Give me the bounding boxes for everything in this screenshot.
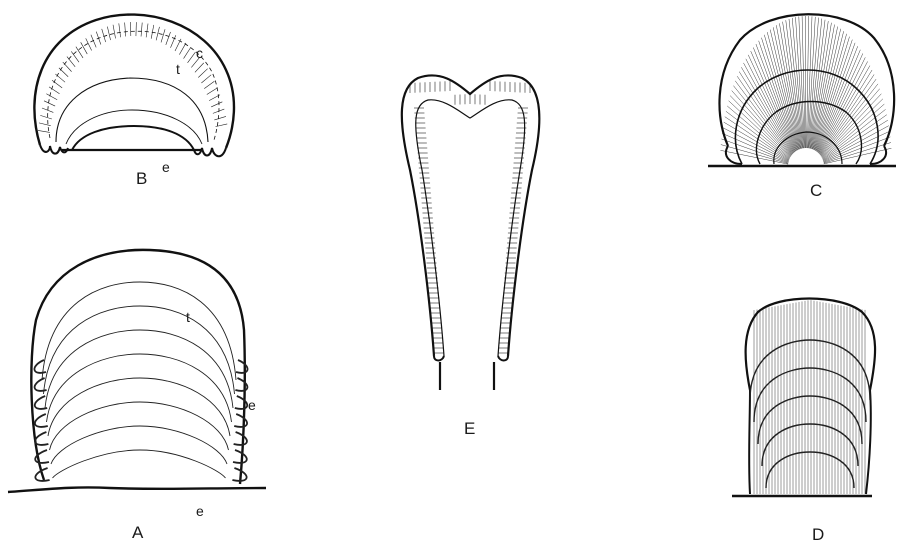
panel-e: E bbox=[402, 75, 540, 438]
panel-b-annotation-t: t bbox=[176, 61, 180, 77]
hatch-line bbox=[125, 22, 126, 36]
panel-e-right-foot bbox=[498, 356, 508, 361]
frill bbox=[234, 432, 247, 445]
panel-a-substrate bbox=[8, 487, 266, 492]
hatch-line bbox=[38, 130, 50, 132]
hatch-line bbox=[207, 88, 218, 95]
panel-c: C bbox=[708, 14, 896, 200]
hatch-line bbox=[198, 69, 207, 78]
growth-line bbox=[44, 306, 235, 394]
panel-d-fibres bbox=[754, 300, 865, 494]
growth-line bbox=[48, 378, 230, 436]
fibre-line bbox=[807, 16, 809, 148]
panel-c-fibres bbox=[720, 16, 891, 164]
hatch-line bbox=[161, 29, 165, 42]
panel-b-inner-c bbox=[48, 31, 219, 140]
panel-d-side-left bbox=[749, 390, 750, 494]
panel-a-annotation-t: t bbox=[186, 309, 190, 325]
growth-line bbox=[47, 354, 232, 422]
hatch-line bbox=[214, 116, 226, 120]
fibre-line bbox=[822, 104, 884, 159]
hatch-line bbox=[204, 81, 214, 88]
hatch-line bbox=[107, 27, 110, 40]
panel-d-label: D bbox=[812, 525, 824, 544]
fibre-line bbox=[824, 137, 891, 163]
fibre-line bbox=[813, 29, 840, 150]
hatch-line bbox=[63, 62, 72, 72]
hatch-line bbox=[184, 47, 191, 58]
frill bbox=[35, 432, 48, 445]
hatch-line bbox=[119, 23, 121, 37]
panel-d-outer-cap bbox=[746, 299, 875, 391]
fibre-line bbox=[733, 86, 790, 157]
hatch-line bbox=[170, 35, 175, 48]
panel-b-annotation-e: e bbox=[162, 159, 170, 175]
panel-d: D bbox=[732, 299, 875, 545]
layer-arc bbox=[750, 340, 870, 400]
panel-b-core bbox=[72, 126, 194, 150]
hatch-line bbox=[59, 68, 68, 77]
hatch-line bbox=[166, 32, 171, 45]
panel-b-hatch bbox=[38, 22, 227, 132]
layer-arc bbox=[762, 424, 858, 466]
panel-b: c t e B bbox=[34, 15, 234, 188]
hatch-line bbox=[201, 75, 211, 83]
hatch-line bbox=[102, 29, 106, 42]
panel-a-annotation-e-side: e bbox=[248, 397, 256, 413]
panel-a-annotation-e-base: e bbox=[196, 503, 204, 519]
hatch-line bbox=[67, 57, 75, 67]
hatch-line bbox=[55, 74, 65, 82]
hatch-line bbox=[179, 43, 186, 55]
panel-e-left-foot bbox=[434, 356, 444, 361]
hatch-line bbox=[40, 115, 52, 119]
panel-e-label: E bbox=[464, 419, 475, 438]
growth-line bbox=[53, 450, 226, 478]
panel-b-label: B bbox=[136, 169, 147, 188]
panel-c-left-lobe bbox=[726, 146, 742, 164]
hatch-line bbox=[195, 63, 204, 72]
panel-a: t e e A bbox=[8, 250, 266, 542]
frill bbox=[35, 414, 48, 427]
hatch-line bbox=[76, 47, 83, 58]
panel-d-side-right bbox=[866, 390, 871, 494]
hatch-line bbox=[113, 25, 115, 39]
hatch-line bbox=[211, 102, 222, 107]
fibre-line bbox=[808, 17, 815, 148]
hatch-line bbox=[39, 123, 51, 126]
hatch-line bbox=[52, 80, 62, 88]
fibre-line bbox=[822, 99, 883, 158]
hatch-line bbox=[141, 23, 142, 37]
panel-b-annotation-c: c bbox=[196, 45, 203, 61]
hatch-line bbox=[188, 52, 196, 63]
hatch-line bbox=[146, 24, 148, 38]
growth-line bbox=[51, 426, 227, 464]
panel-a-label: A bbox=[132, 523, 144, 542]
panel-c-label: C bbox=[810, 181, 822, 200]
fibre-line bbox=[723, 128, 789, 162]
frill bbox=[233, 450, 247, 463]
hatch-line bbox=[44, 101, 55, 106]
panel-d-layers bbox=[750, 340, 870, 488]
fibre-line bbox=[767, 32, 798, 150]
hatch-line bbox=[46, 94, 57, 100]
layer-arc bbox=[754, 368, 866, 422]
panel-a-growth-lines bbox=[42, 282, 236, 478]
hatch-line bbox=[151, 25, 154, 39]
growth-line bbox=[45, 330, 233, 408]
